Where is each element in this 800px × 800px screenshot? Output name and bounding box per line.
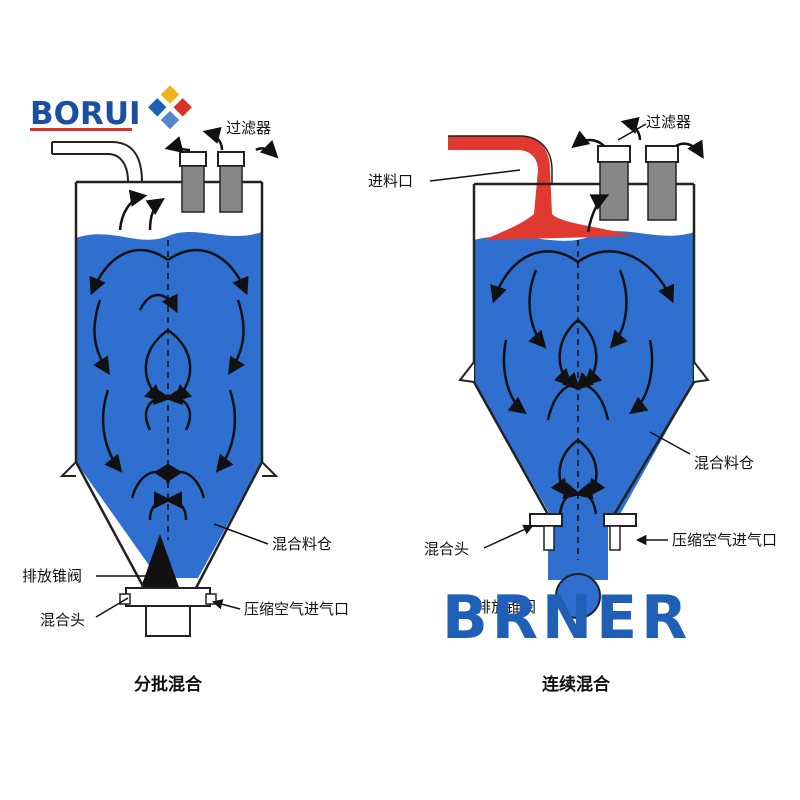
batch-filter-icon [179, 151, 245, 213]
continuous-mixing-head-label: 混合头 [424, 540, 469, 558]
batch-silo-label: 混合料仓 [272, 535, 332, 553]
continuous-discharge-label: 排放锥阀 [476, 598, 536, 616]
batch-air-inlet-label: 压缩空气进气口 [244, 600, 349, 618]
batch-inlet-pipe [52, 141, 143, 183]
borui-logo-mark-icon [148, 85, 192, 130]
batch-filter-label: 过滤器 [226, 119, 271, 137]
continuous-silo-label: 混合料仓 [694, 454, 754, 472]
batch-mixing-head-label: 混合头 [40, 611, 85, 629]
continuous-filter-icon [597, 145, 679, 221]
continuous-filter-label: 过滤器 [646, 113, 691, 131]
continuous-silo [429, 116, 710, 619]
batch-caption: 分批混合 [134, 674, 203, 695]
borui-logo-text: BORUI [30, 96, 141, 132]
continuous-air-inlet-label: 压缩空气进气口 [672, 531, 777, 549]
continuous-flow-arrows [490, 116, 704, 515]
batch-cone-valve [140, 534, 180, 590]
borui-logo: BORUI [30, 85, 192, 132]
batch-cone-valve-label: 排放锥阀 [22, 567, 82, 585]
batch-silo [51, 126, 279, 637]
continuous-caption: 连续混合 [542, 674, 611, 695]
brner-logo-text: BRNER [442, 583, 691, 653]
batch-flow-arrows [89, 126, 279, 521]
continuous-feed-inlet-label: 进料口 [368, 172, 413, 190]
continuous-feed-stream [448, 136, 632, 240]
